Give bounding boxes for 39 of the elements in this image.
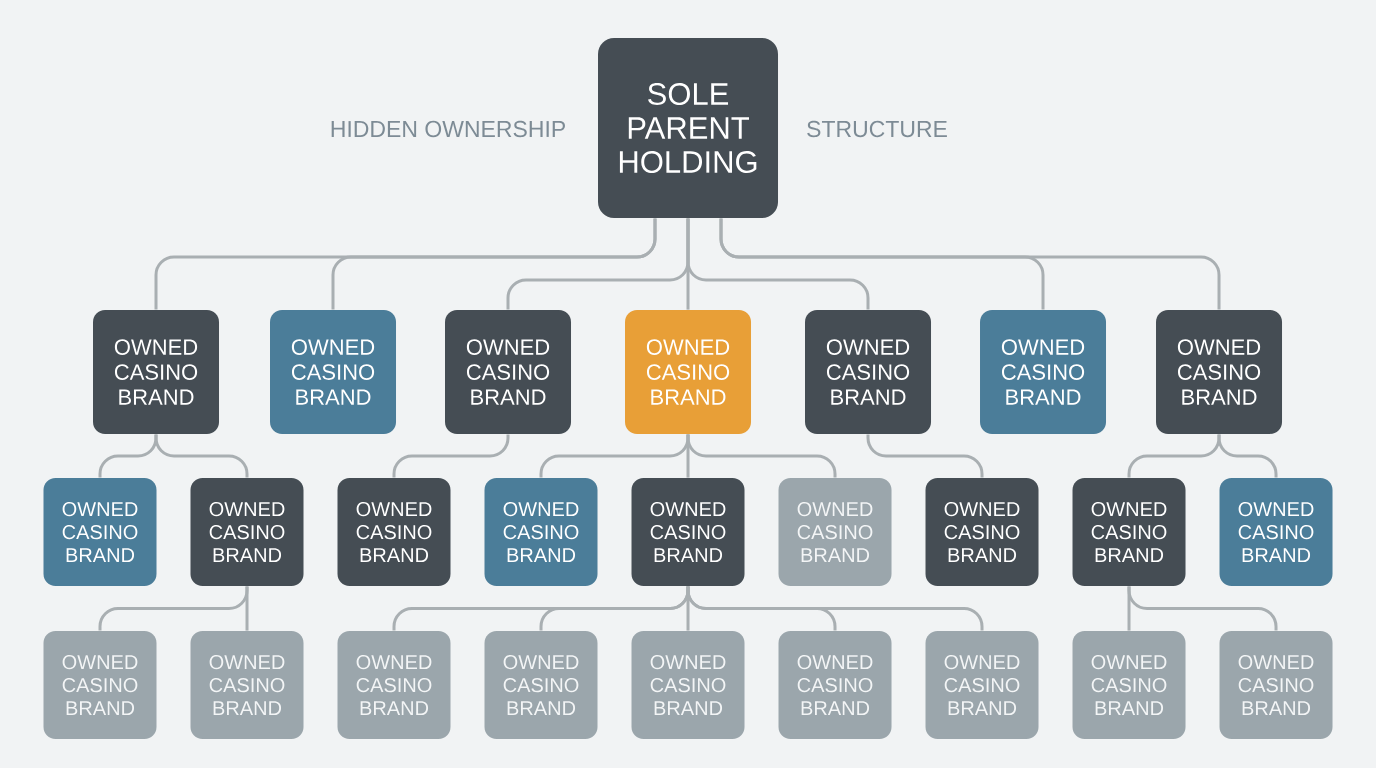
brand-box: OWNED CASINO BRAND [484,478,598,586]
connector-line [686,586,984,631]
connector-line [1217,434,1278,478]
brand-box: OWNED CASINO BRAND [43,478,157,586]
connector-line [154,434,249,478]
brand-box: OWNED CASINO BRAND [805,310,931,434]
brand-box: OWNED CASINO BRAND [1156,310,1282,434]
side-label: STRUCTURE [807,120,947,138]
connector-line [866,434,984,478]
connector-line [1127,586,1278,631]
brand-box: OWNED CASINO BRAND [980,310,1106,434]
side-label: HIDDEN OWNERSHIP [331,120,565,138]
brand-box: OWNED CASINO BRAND [625,310,751,434]
connector-line [686,218,870,310]
brand-box: OWNED CASINO BRAND [484,631,598,739]
brand-box: OWNED CASINO BRAND [337,631,451,739]
brand-box: OWNED CASINO BRAND [43,631,157,739]
brand-box: OWNED CASINO BRAND [337,478,451,586]
brand-box: OWNED CASINO BRAND [1219,631,1333,739]
connector-line [331,218,657,310]
brand-box: OWNED CASINO BRAND [631,631,745,739]
connector-line [245,586,249,631]
holding-box: SOLE PARENT HOLDING [598,38,778,218]
brand-box: OWNED CASINO BRAND [925,631,1039,739]
connector-line [719,218,1221,310]
brand-box: OWNED CASINO BRAND [631,478,745,586]
brand-box: OWNED CASINO BRAND [190,631,304,739]
brand-box: OWNED CASINO BRAND [270,310,396,434]
brand-box: OWNED CASINO BRAND [778,631,892,739]
brand-box: OWNED CASINO BRAND [1072,631,1186,739]
connector-line [686,434,837,478]
brand-box: OWNED CASINO BRAND [1072,478,1186,586]
brand-box: OWNED CASINO BRAND [925,478,1039,586]
brand-box: OWNED CASINO BRAND [445,310,571,434]
brand-box: OWNED CASINO BRAND [1219,478,1333,586]
brand-box: OWNED CASINO BRAND [190,478,304,586]
brand-box: OWNED CASINO BRAND [93,310,219,434]
brand-box: OWNED CASINO BRAND [778,478,892,586]
connector-line [392,434,510,478]
